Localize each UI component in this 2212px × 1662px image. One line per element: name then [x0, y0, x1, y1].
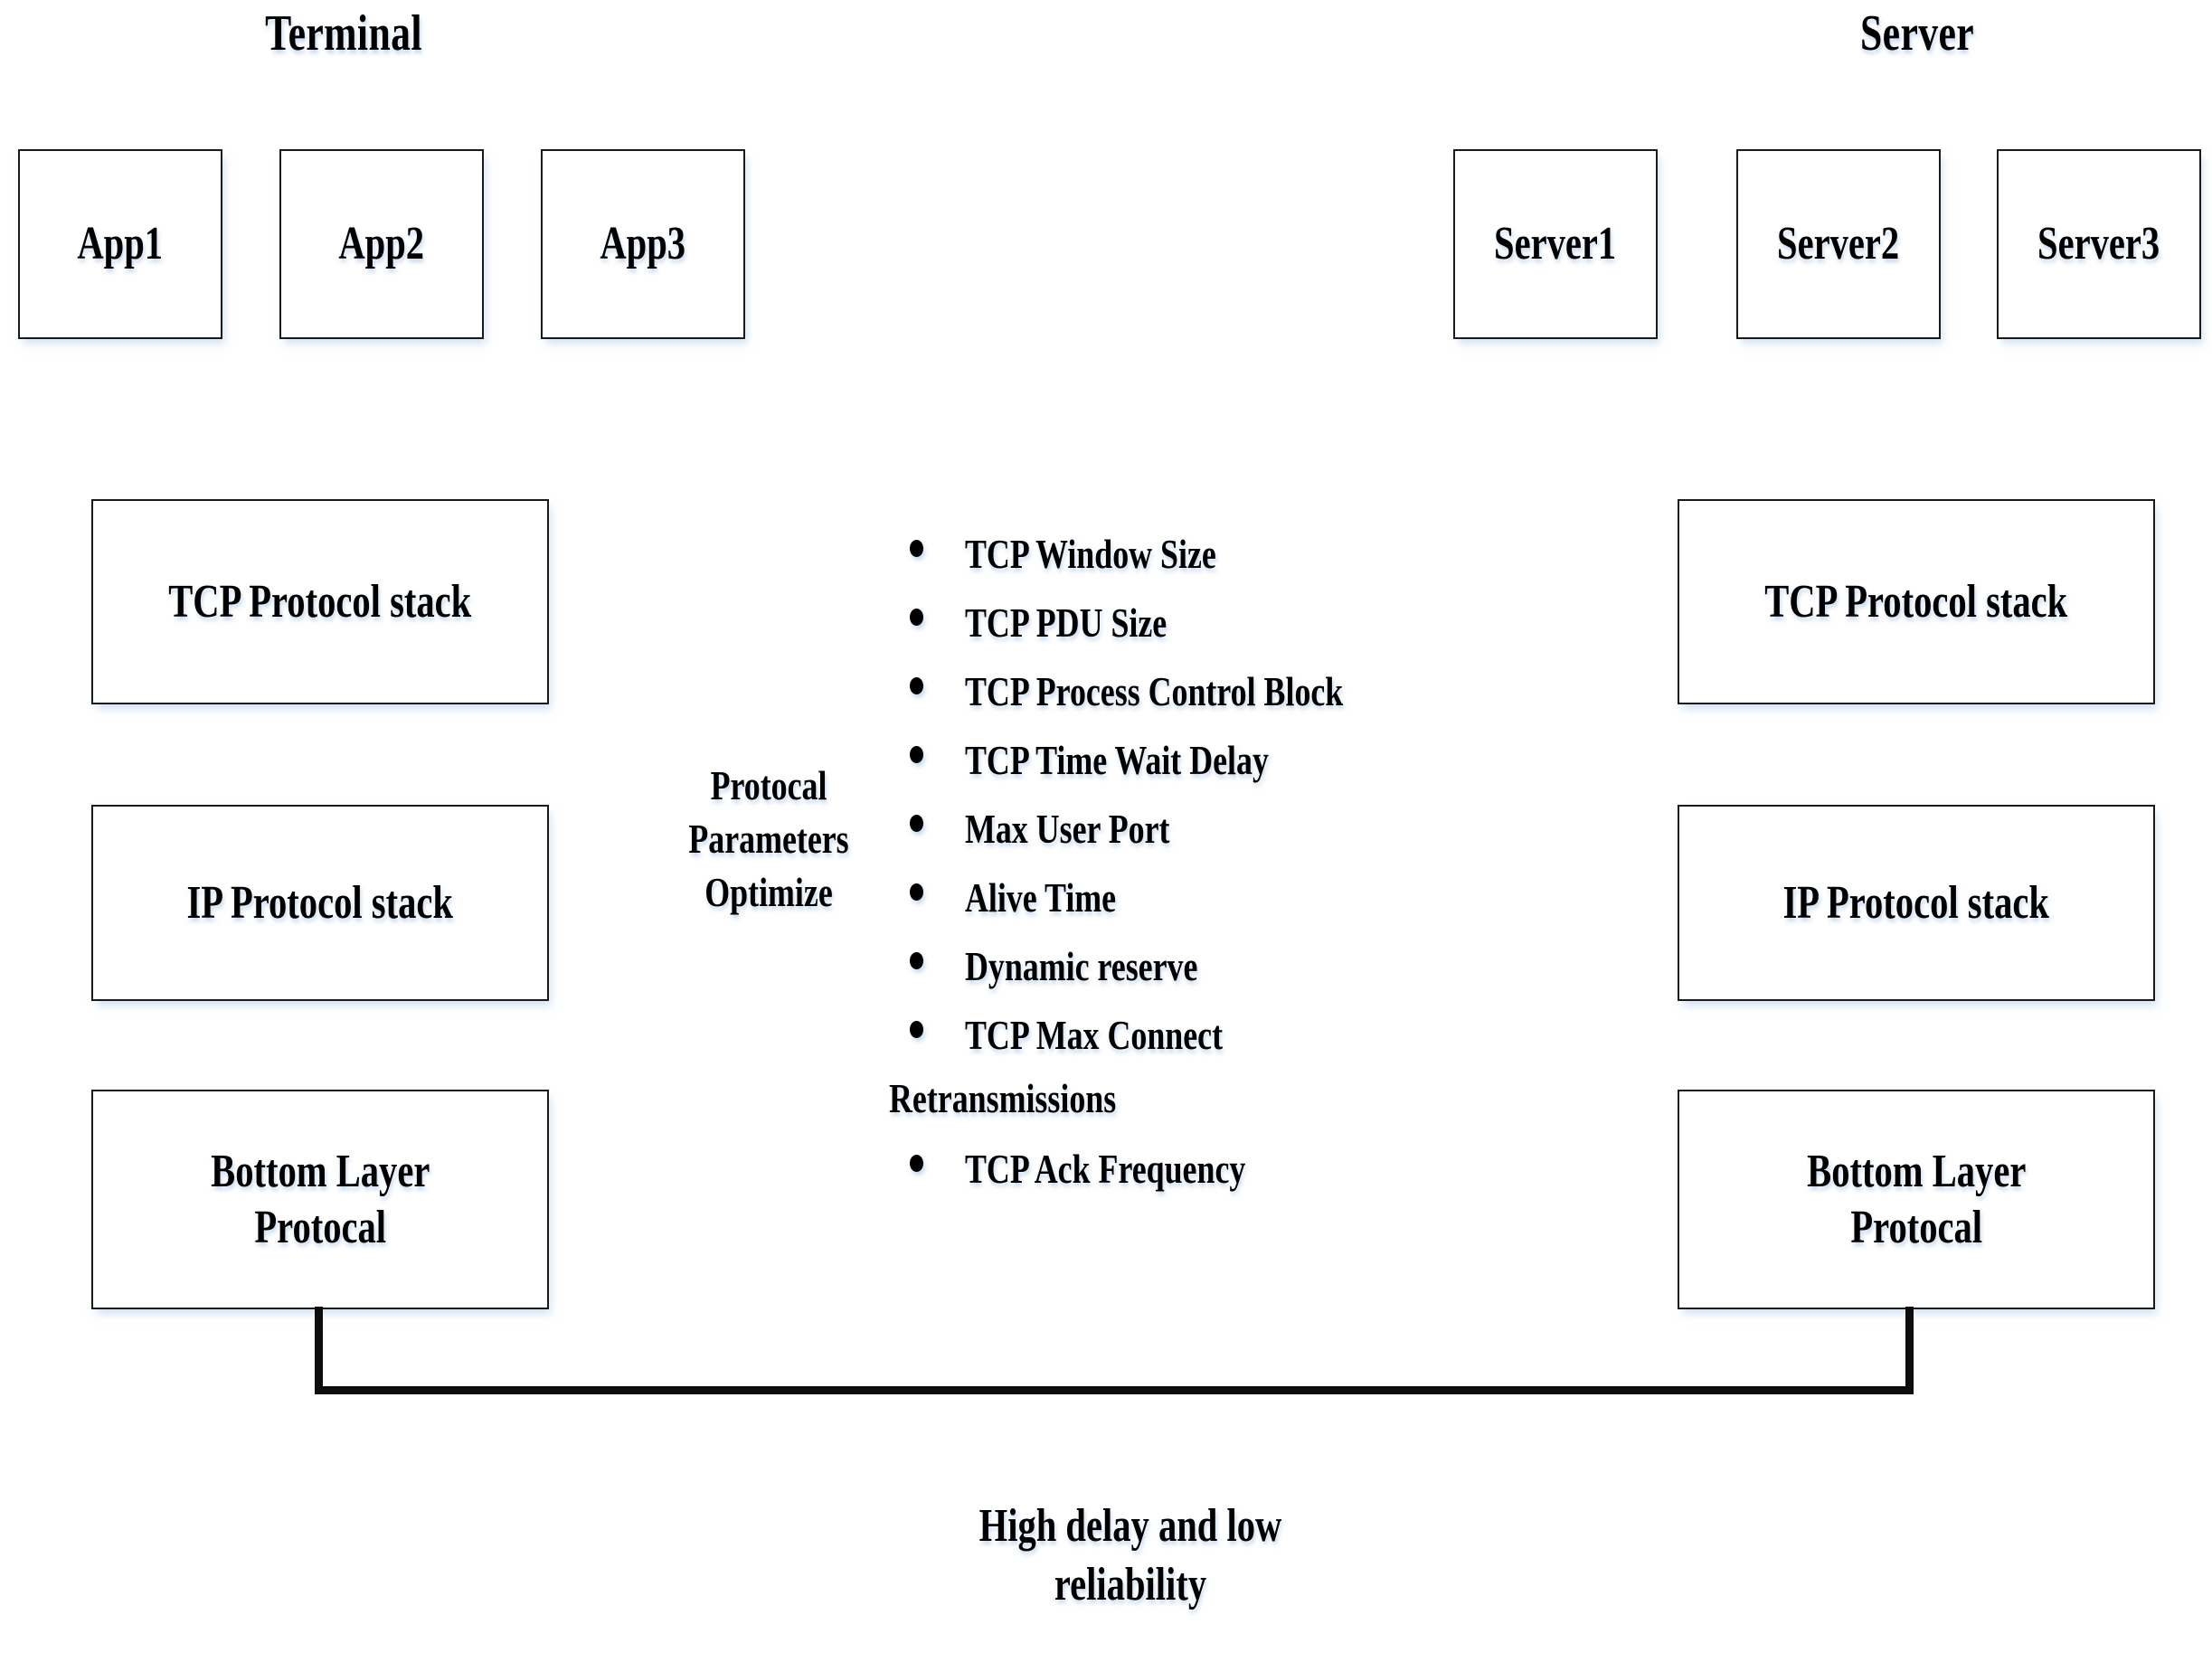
bullet-icon — [910, 952, 923, 969]
list-item[interactable]: TCP Window Size — [900, 520, 1587, 589]
app-box-app3[interactable]: App3 — [541, 149, 745, 339]
server-bottom-layer-protocol-label: Bottom Layer Protocal — [1806, 1146, 2027, 1253]
terminal-tcp-protocol-stack-box[interactable]: TCP Protocol stack — [91, 499, 549, 704]
bullet-icon — [910, 609, 923, 626]
bullet-icon — [910, 1155, 923, 1172]
bottom-caption-line: reliability — [1054, 1559, 1207, 1610]
bullet-icon — [910, 883, 923, 901]
list-item[interactable]: Dynamic reserve — [900, 932, 1587, 1001]
list-item-label: TCP Max Connect — [965, 1012, 1224, 1058]
server-box-server1[interactable]: Server1 — [1453, 149, 1658, 339]
bullet-icon — [910, 540, 923, 557]
list-item[interactable]: TCP Process Control Block — [900, 657, 1587, 726]
server-group-header: Server — [1859, 5, 1975, 61]
server-tcp-protocol-stack-label: TCP Protocol stack — [1764, 575, 2068, 628]
list-item[interactable]: Max User Port — [900, 795, 1587, 864]
bullet-icon — [910, 746, 923, 763]
list-item-label: TCP Time Wait Delay — [965, 737, 1269, 783]
protocol-parameters-list: TCP Window Size TCP PDU Size TCP Process… — [889, 520, 1587, 1204]
terminal-ip-protocol-stack-label: IP Protocol stack — [186, 876, 454, 929]
optimize-label-line: Optimize — [704, 868, 833, 915]
list-item[interactable]: TCP Ack Frequency — [900, 1135, 1587, 1204]
terminal-tcp-protocol-stack-label: TCP Protocol stack — [168, 575, 472, 628]
list-item-label: Max User Port — [965, 806, 1170, 852]
server-ip-protocol-stack-box[interactable]: IP Protocol stack — [1678, 805, 2155, 1001]
connector-left-vertical — [315, 1307, 323, 1393]
list-item-label-continued: Retransmissions — [889, 1075, 1117, 1121]
terminal-group-header: Terminal — [265, 5, 422, 61]
list-item[interactable]: TCP PDU Size — [900, 589, 1587, 657]
server-box-label: Server3 — [2037, 218, 2160, 270]
server-box-label: Server1 — [1494, 218, 1617, 270]
server-box-server2[interactable]: Server2 — [1736, 149, 1941, 339]
list-item-label: TCP Window Size — [965, 531, 1216, 577]
connector-horizontal-bus — [315, 1386, 1914, 1394]
terminal-bottom-layer-protocol-box[interactable]: Bottom Layer Protocal — [91, 1090, 549, 1309]
optimize-label-line: Protocal — [710, 762, 827, 808]
server-box-server3[interactable]: Server3 — [1997, 149, 2201, 339]
bottom-caption-line: High delay and low — [978, 1500, 1282, 1552]
bullet-icon — [910, 677, 923, 694]
optimize-label-line: Parameters — [688, 815, 849, 862]
terminal-bottom-layer-protocol-label: Bottom Layer Protocal — [210, 1146, 430, 1253]
list-item-label: TCP Process Control Block — [965, 668, 1344, 714]
connector-right-vertical — [1905, 1307, 1914, 1393]
app-box-label: App1 — [77, 218, 164, 270]
list-item[interactable]: TCP Max Connect Retransmissions — [889, 1001, 1587, 1135]
terminal-ip-protocol-stack-box[interactable]: IP Protocol stack — [91, 805, 549, 1001]
list-item-label: Alive Time — [965, 874, 1117, 921]
server-bottom-layer-protocol-box[interactable]: Bottom Layer Protocal — [1678, 1090, 2155, 1309]
app-box-label: App2 — [338, 218, 425, 270]
list-item[interactable]: Alive Time — [900, 864, 1587, 932]
list-item-label: TCP Ack Frequency — [965, 1146, 1246, 1192]
bullet-icon — [910, 1021, 923, 1038]
list-item-label: Dynamic reserve — [965, 943, 1198, 989]
bottom-caption: High delay and low reliability — [796, 1497, 1465, 1614]
server-box-label: Server2 — [1777, 218, 1900, 270]
server-tcp-protocol-stack-box[interactable]: TCP Protocol stack — [1678, 499, 2155, 704]
app-box-label: App3 — [600, 218, 686, 270]
app-box-app1[interactable]: App1 — [18, 149, 222, 339]
list-item[interactable]: TCP Time Wait Delay — [900, 726, 1587, 795]
app-box-app2[interactable]: App2 — [279, 149, 484, 339]
protocol-parameters-optimize-label: Protocal Parameters Optimize — [629, 760, 909, 920]
server-ip-protocol-stack-label: IP Protocol stack — [1782, 876, 2050, 929]
list-item-label: TCP PDU Size — [965, 600, 1167, 646]
bullet-icon — [910, 815, 923, 832]
